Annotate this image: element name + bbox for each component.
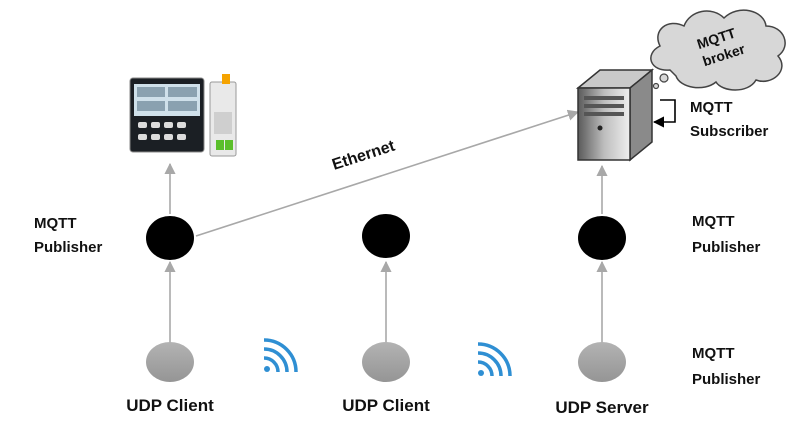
cloud-icon: MQTT broker	[650, 9, 786, 91]
energy-meter-device-icon	[129, 74, 237, 157]
udp-client-label-2: UDP Client	[342, 396, 430, 415]
udp-client-node-2	[362, 342, 410, 382]
wifi-icon	[263, 338, 298, 373]
publisher-node-right	[578, 216, 626, 260]
publisher-label-left: MQTT Publisher	[34, 215, 103, 256]
publisher-label-right: MQTT Publisher	[692, 213, 761, 256]
udp-client-node-1	[146, 342, 194, 382]
server-tower-icon	[575, 68, 655, 162]
publisher-right-line1: MQTT	[692, 213, 735, 230]
publisher-right-line2: Publisher	[692, 239, 761, 256]
publisher-bottom-line1: MQTT	[692, 345, 735, 362]
udp-server-node	[578, 342, 626, 382]
udp-client-label-1: UDP Client	[126, 396, 214, 415]
publisher-node-left	[146, 216, 194, 260]
wifi-icon	[477, 342, 512, 377]
udp-server-label: UDP Server	[555, 398, 649, 417]
publisher-node-middle	[362, 214, 410, 258]
subscriber-line1: MQTT	[690, 99, 733, 116]
publisher-left-line2: Publisher	[34, 239, 103, 256]
publisher-left-line1: MQTT	[34, 215, 77, 232]
subscriber-label: MQTT Subscriber	[690, 99, 769, 140]
subscriber-arrow	[652, 99, 676, 128]
publisher-bottom-line2: Publisher	[692, 371, 761, 388]
ethernet-link	[195, 109, 580, 237]
publisher-label-bottom: MQTT Publisher	[692, 345, 761, 388]
subscriber-line2: Subscriber	[690, 123, 769, 140]
ethernet-label: Ethernet	[330, 137, 398, 173]
